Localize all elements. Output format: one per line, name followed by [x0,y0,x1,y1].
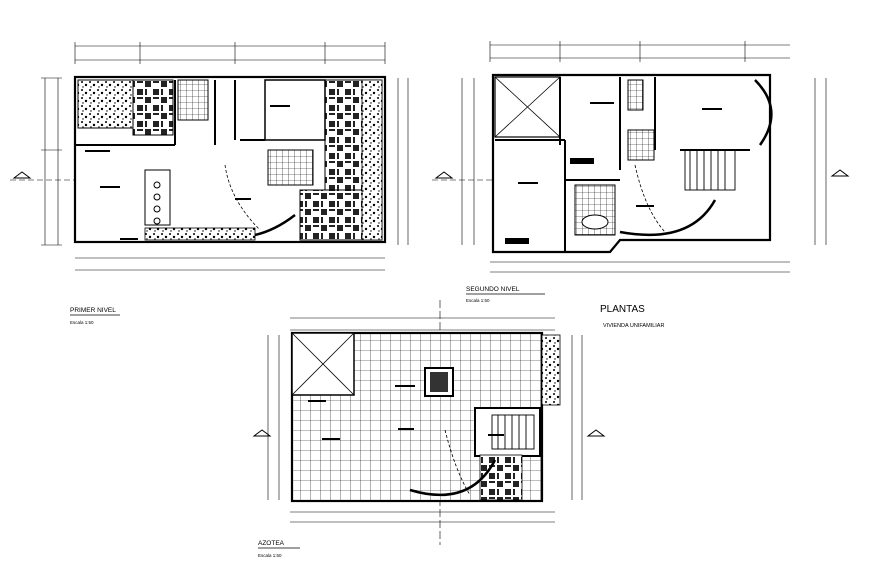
plan-title: AZOTEA [258,540,285,547]
plan-primer-nivel [10,42,409,271]
title-primer-nivel: PRIMER NIVEL Escala 1:50 [70,307,120,325]
sheet-subtitle: VIVIENDA UNIFAMILIAR [603,323,664,329]
sheet-heading: PLANTAS VIVIENDA UNIFAMILIAR [600,304,664,329]
plan-scale: Escala 1:50 [70,320,94,325]
plan-scale: Escala 1:50 [466,298,490,303]
title-azotea: AZOTEA Escala 1:50 [258,540,300,558]
title-segundo-nivel: SEGUNDO NIVEL Escala 1:50 [466,286,545,303]
plan-segundo-nivel [432,41,850,273]
plan-azotea [252,300,606,545]
dimension-lines [41,42,409,271]
dimension-lines [461,41,827,273]
plan-title: PRIMER NIVEL [70,307,116,314]
sheet-title: PLANTAS [600,304,645,315]
plan-scale: Escala 1:50 [258,553,282,558]
plan-title: SEGUNDO NIVEL [466,286,520,293]
